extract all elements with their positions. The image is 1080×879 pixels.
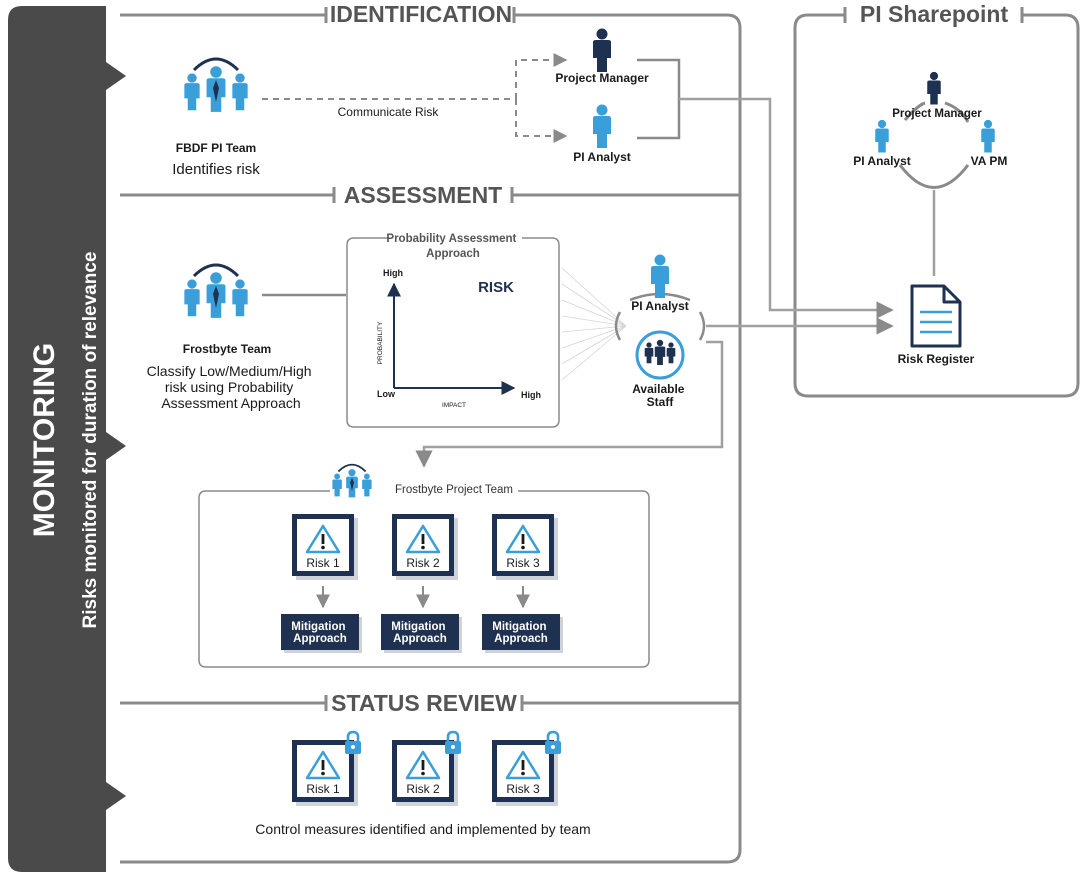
risk-card-label: Risk 2 <box>406 556 440 570</box>
frostbyte-team-name: Frostbyte Team <box>183 342 271 356</box>
id-role-project-manager: Project Manager <box>555 71 649 85</box>
y-axis-label: PROBABILITY <box>377 321 384 364</box>
mitigation-label: Mitigation Approach <box>492 621 550 645</box>
main-panel-frame <box>120 7 742 864</box>
y-high-label: High <box>383 268 403 278</box>
frostbyte-team-desc: Classify Low/Medium/High risk using Prob… <box>147 363 316 411</box>
available-staff-label: Available Staff <box>632 382 688 409</box>
id-role-pi-analyst: PI Analyst <box>573 150 631 164</box>
approach-title: Probability Assessment Approach <box>386 233 519 260</box>
frostbyte-team-icon <box>184 265 247 318</box>
project-team-title: Frostbyte Project Team <box>395 484 513 496</box>
origin-low-label: Low <box>377 389 396 399</box>
risk-word: RISK <box>478 279 514 296</box>
status-risk-label: Risk 2 <box>406 782 440 796</box>
status-caption: Control measures identified and implemen… <box>255 821 590 837</box>
fbdf-team-icon <box>184 59 247 112</box>
available-staff-icon <box>635 330 685 380</box>
mitigation-arrows <box>316 586 530 609</box>
sp-role-pi-analyst: PI Analyst <box>853 154 911 168</box>
sharepoint-cycle <box>898 101 970 189</box>
communicate-risk-label: Communicate Risk <box>338 105 440 119</box>
fbdf-team-name: FBDF PI Team <box>176 141 256 155</box>
assess-pi-analyst-label: PI Analyst <box>631 299 689 313</box>
status-risk-label: Risk 1 <box>306 782 340 796</box>
project-team-icon <box>332 465 371 498</box>
risk-card <box>490 512 560 582</box>
sp-pi-analyst-icon <box>875 119 889 153</box>
sharepoint-panel-frame <box>793 7 1080 398</box>
identification-header: IDENTIFICATION <box>330 1 512 27</box>
probability-approach-box <box>346 237 560 428</box>
status-review-header: STATUS REVIEW <box>331 690 517 716</box>
mitigation-label: Mitigation Approach <box>391 621 449 645</box>
document-icon <box>910 284 962 348</box>
assess-pi-analyst-icon <box>651 254 669 298</box>
risk-register-label: Risk Register <box>898 352 975 366</box>
lock-icon <box>443 730 463 756</box>
assessment-header: ASSESSMENT <box>344 182 502 208</box>
sp-project-manager-icon <box>927 71 941 105</box>
monitoring-sidebar: MONITORING Risks monitored for duration … <box>8 6 126 872</box>
lock-icon <box>543 730 563 756</box>
monitoring-subtitle: Risks monitored for duration of relevanc… <box>80 252 101 629</box>
probability-axes <box>387 282 516 395</box>
sp-role-project-manager: Project Manager <box>892 108 982 120</box>
x-axis-label: IMPACT <box>442 402 466 409</box>
sp-va-pm-icon <box>981 119 995 153</box>
sharepoint-header: PI Sharepoint <box>860 1 1009 27</box>
project-manager-icon <box>593 28 611 72</box>
register-connectors <box>415 97 936 468</box>
risk-card-label: Risk 1 <box>306 556 340 570</box>
lock-icon <box>343 730 363 756</box>
risk-card <box>390 512 460 582</box>
status-risk-label: Risk 3 <box>506 782 540 796</box>
monitoring-title: MONITORING <box>28 343 61 537</box>
x-high-label: High <box>521 390 541 400</box>
project-team-box <box>198 490 650 668</box>
communicate-connector <box>262 53 568 143</box>
fbdf-team-desc: Identifies risk <box>172 161 260 178</box>
risk-card-label: Risk 3 <box>506 556 540 570</box>
sp-role-va-pm: VA PM <box>971 154 1008 168</box>
mitigation-label: Mitigation Approach <box>291 621 349 645</box>
risk-card <box>290 512 360 582</box>
pi-analyst-icon <box>593 104 611 148</box>
